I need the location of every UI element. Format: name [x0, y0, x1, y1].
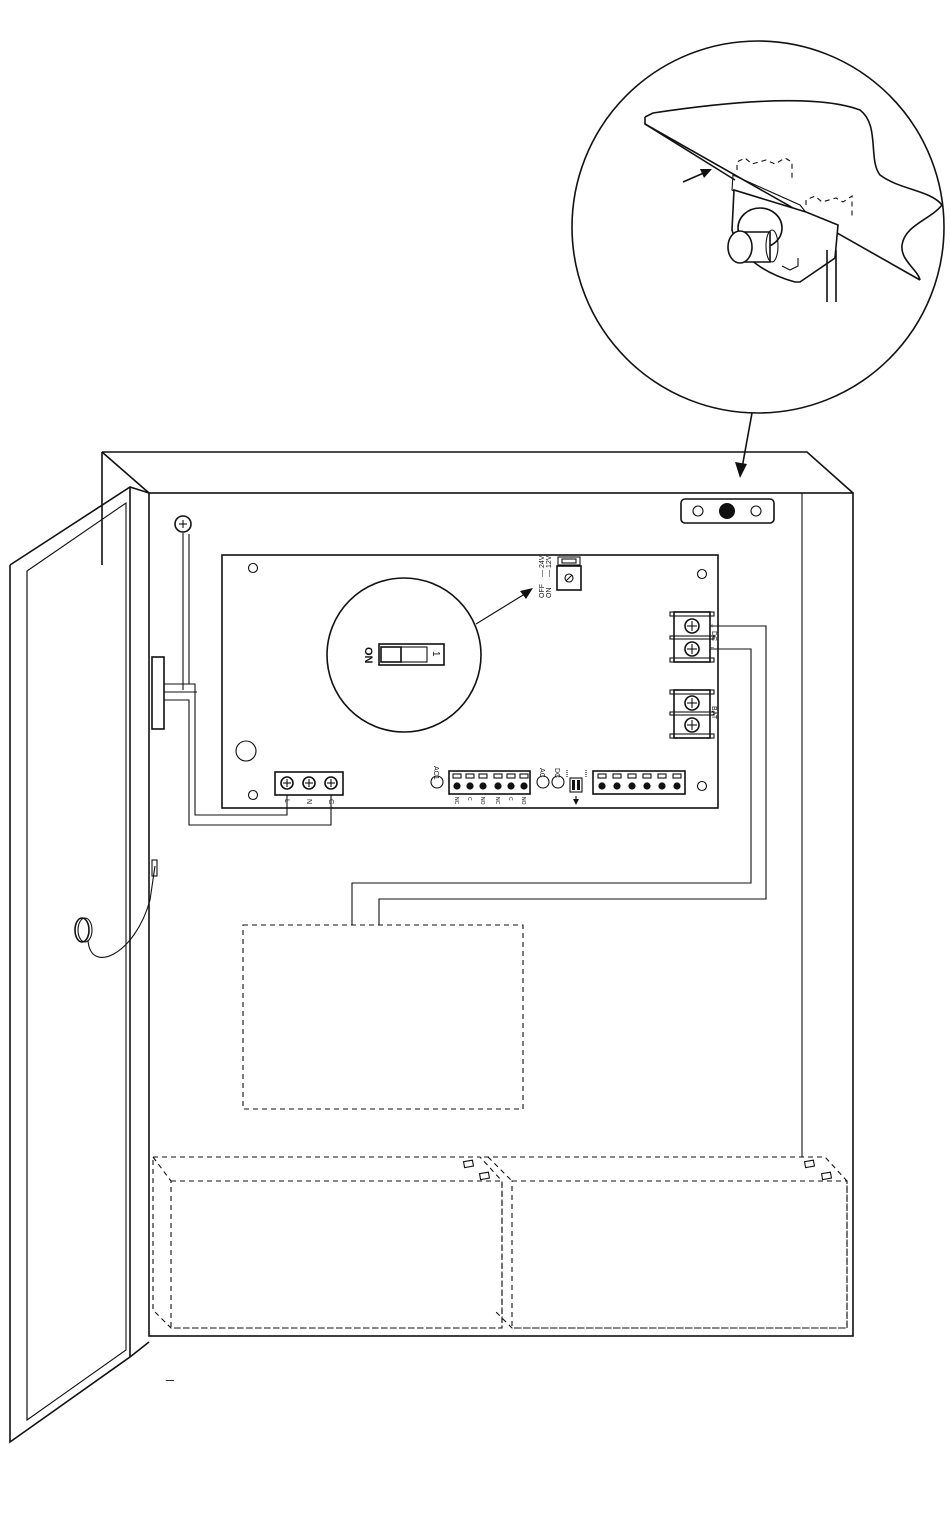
switch-label-1: 1: [430, 651, 441, 657]
dc-output-terminal: DC + −: [670, 612, 717, 662]
battery-left: [153, 1157, 502, 1328]
power-supply-board: OFF ON — 24V — 12V ON 1 DC +: [222, 555, 718, 808]
relay-terminal-label: NO: [520, 797, 526, 805]
tamper-window: [681, 499, 774, 523]
output-terminal-tab: [658, 774, 666, 778]
switch-label-on: ON: [362, 647, 374, 664]
relay-terminal-screw: [479, 782, 486, 789]
battery-terminal: BAT: [670, 690, 717, 738]
footnote-mark: _: [165, 1365, 174, 1381]
tamper-detail-callout: [572, 41, 944, 478]
bat-terminal-label: BAT: [710, 706, 717, 720]
ac-indicator: AC: [537, 768, 549, 788]
switch-detail-callout: ON 1: [327, 578, 533, 732]
output-terminal-screw: [643, 782, 650, 789]
output-terminal-screw: [613, 782, 620, 789]
battery-right: [484, 1157, 847, 1328]
ac-label: AC: [538, 768, 545, 778]
relay-terminal-label: NC: [453, 797, 459, 805]
relay-terminal-screw: [520, 782, 527, 789]
output-terminal-tab: [598, 774, 606, 778]
jumper-label-24v: — 24V: [539, 555, 546, 577]
dc-terminal-label: DC: [710, 631, 717, 641]
relay-terminal-label: C: [507, 797, 513, 801]
relay-terminal-screw: [466, 782, 473, 789]
dc-indicator: DC: [552, 768, 564, 788]
relay-terminal-screw: [494, 782, 501, 789]
output-terminal-screw: [673, 782, 680, 789]
jumper-label-on: ON: [546, 588, 553, 599]
relay-terminal-screw: [453, 782, 460, 789]
jumper-label-off: OFF: [539, 584, 546, 598]
output-terminal-strip: [593, 771, 685, 794]
output-terminal-tab: [643, 774, 651, 778]
relay-terminal-screw: [507, 782, 514, 789]
relay-terminal-tab: [466, 774, 474, 778]
output-terminal-tab: [628, 774, 636, 778]
enclosure-door: [10, 487, 155, 1442]
dc-led-label: DC: [553, 768, 560, 778]
relay-terminal-tab: [479, 774, 487, 778]
relay-terminal-label: NO: [479, 797, 485, 805]
voltage-select-jumper: OFF ON — 24V — 12V: [539, 555, 581, 598]
ac1-indicator: AC1: [431, 766, 443, 788]
relay-terminal-label: NC: [494, 797, 500, 805]
relay-terminal-strip: NC C NO NC C NO: [449, 771, 530, 805]
accessory-module-outline: [243, 925, 523, 1109]
relay-terminal-tab: [507, 774, 515, 778]
tamper-switch: [728, 190, 838, 282]
ground-stud: [175, 516, 191, 690]
relay-terminal-tab: [453, 774, 461, 778]
output-terminal-screw: [628, 782, 635, 789]
ac-input-terminal: L N G: [275, 772, 343, 804]
relay-terminal-tab: [494, 774, 502, 778]
output-terminal-screw: [658, 782, 665, 789]
jumper-label-12v: — 12V: [546, 555, 553, 577]
ac1-label: AC1: [432, 766, 439, 780]
output-terminal-screw: [598, 782, 605, 789]
callout-arrow: [735, 413, 752, 478]
mains-label-n: N: [305, 799, 312, 804]
enclosure-housing: [102, 452, 853, 1336]
pointer-arrow: [683, 169, 712, 182]
dip-switch: [567, 770, 586, 805]
relay-terminal-tab: [520, 774, 528, 778]
output-terminal-tab: [673, 774, 681, 778]
output-terminal-tab: [613, 774, 621, 778]
relay-terminal-label: C: [466, 797, 472, 801]
door-lock: [75, 918, 92, 942]
